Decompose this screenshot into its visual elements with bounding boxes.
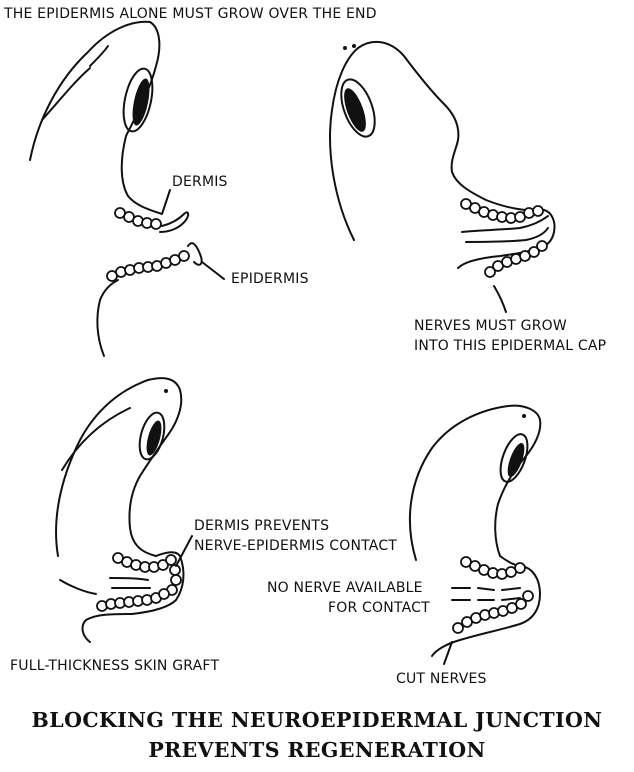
dermis-bead-row-lower-left	[106, 242, 203, 282]
label-nerves-cap-line1: NERVES MUST GROW	[414, 318, 567, 334]
nerve-lines-top-right	[461, 215, 549, 243]
dermis-bead-row-graft-lower	[96, 588, 170, 612]
cut-nerves-pointer-line	[443, 641, 453, 665]
label-full-thickness: FULL-THICKNESS SKIN GRAFT	[10, 658, 220, 674]
label-top-left-title: THE EPIDERMIS ALONE MUST GROW OVER THE E…	[4, 6, 377, 22]
nerve-lines-graft	[109, 577, 151, 590]
salamander-head-bottom-left	[55, 377, 185, 643]
dermis-prevents-pointer-line	[175, 535, 193, 567]
epidermis-pointer-line	[201, 261, 225, 280]
dermis-bead-row-upper-left	[114, 207, 190, 233]
label-no-nerve-line2: FOR CONTACT	[328, 600, 430, 616]
label-dermis: DERMIS	[172, 174, 228, 190]
salamander-head-top-right	[329, 40, 556, 313]
dermis-pointer-line	[161, 189, 171, 215]
label-epidermis: EPIDERMIS	[231, 271, 309, 287]
caption-line1: BLOCKING THE NEUROEPIDERMAL JUNCTION	[31, 708, 603, 732]
label-cut-nerves: CUT NERVES	[396, 671, 487, 687]
label-nerves-cap-line2: INTO THIS EPIDERMAL CAP	[414, 338, 607, 354]
caption-line2: PREVENTS REGENERATION	[148, 738, 486, 762]
dermis-bead-row-cut-lower	[452, 590, 534, 634]
dermis-bead-row-graft-upper	[112, 552, 182, 596]
dermis-bead-row-lower-right	[484, 240, 548, 278]
dermis-bead-row-cut-upper	[460, 556, 526, 580]
cut-nerve-dashed-lines	[451, 587, 521, 601]
label-dermis-prevents-line2: NERVE-EPIDERMIS CONTACT	[194, 538, 398, 554]
label-no-nerve-line1: NO NERVE AVAILABLE	[267, 580, 423, 596]
salamander-head-bottom-right	[408, 404, 542, 657]
label-dermis-prevents-line1: DERMIS PREVENTS	[194, 518, 330, 534]
dermis-bead-row-upper-right	[460, 198, 544, 224]
salamander-head-top-left	[29, 20, 163, 357]
